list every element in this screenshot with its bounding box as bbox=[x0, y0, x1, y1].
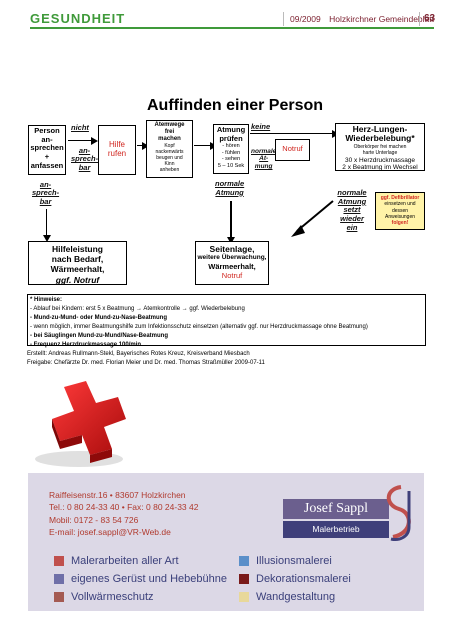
arrow-to-hilfeleistung bbox=[42, 209, 53, 242]
hlw-box: Herz-Lungen-Wiederbelebung* Oberkörper f… bbox=[335, 123, 425, 171]
bullet-square-icon bbox=[54, 556, 64, 566]
keine-label: keine bbox=[251, 122, 271, 131]
advertisement: Raiffeisenstr.16 • 83607 Holzkirchen Tel… bbox=[28, 473, 424, 611]
section-title: GESUNDHEIT bbox=[30, 11, 126, 26]
arrow-to-hilfe bbox=[68, 136, 98, 147]
service-item: Dekorationsmalerei bbox=[239, 573, 351, 585]
ad-phone: Tel.: 0 80 24-33 40 • Fax: 0 80 24-33 42 bbox=[49, 502, 199, 513]
arrow-to-hlw bbox=[250, 129, 339, 140]
header-divider bbox=[283, 12, 284, 26]
logo-swoosh-icon bbox=[386, 485, 411, 541]
arrow-back-to-seitenlage bbox=[291, 200, 334, 237]
bullet-square-icon bbox=[239, 556, 249, 566]
ad-email[interactable]: E-mail: josef.sappl@VR-Web.de bbox=[49, 526, 171, 537]
hints-box: * Hinweise: - Ablauf bei Kindern: erst 5… bbox=[27, 294, 426, 348]
ad-contact: Raiffeisenstr.16 • 83607 Holzkirchen Tel… bbox=[49, 489, 198, 538]
ad-address: Raiffeisenstr.16 • 83607 Holzkirchen bbox=[49, 490, 186, 500]
bullet-square-icon bbox=[54, 574, 64, 584]
flowchart-title: Auffinden einer Person bbox=[147, 97, 324, 114]
bullet-square-icon bbox=[239, 574, 249, 584]
ad-mobile: Mobil: 0172 - 83 54 726 bbox=[49, 514, 139, 525]
company-logo: Josef Sappl Malerbetrieb bbox=[255, 479, 419, 545]
header-meta: 09/2009 Holzkirchner Gemeindeblatt bbox=[290, 14, 434, 24]
arrow-to-seitenlage bbox=[227, 201, 235, 244]
issue-date: 09/2009 bbox=[290, 14, 321, 24]
logo-name: Josef Sappl bbox=[283, 499, 389, 519]
ansprechbar-left: an-sprech-bar bbox=[32, 180, 60, 206]
page-number: 63 bbox=[424, 13, 436, 24]
credits: Erstellt: Andreas Rullmann-Stekl, Bayeri… bbox=[27, 351, 265, 366]
service-item: Malerarbeiten aller Art bbox=[54, 555, 179, 567]
logo-subtitle: Malerbetrieb bbox=[283, 521, 389, 538]
header-divider-2 bbox=[419, 12, 420, 26]
bullet-square-icon bbox=[239, 592, 249, 602]
red-cross-icon bbox=[35, 381, 126, 467]
service-item: Illusionsmalerei bbox=[239, 555, 332, 567]
ansprechbar-mid: an-sprech-bar bbox=[71, 146, 99, 172]
header-rule bbox=[30, 27, 434, 29]
nicht-label: nicht bbox=[71, 123, 89, 132]
arrow-to-atemwege bbox=[137, 141, 149, 152]
service-item: eigenes Gerüst und Hebebühne bbox=[54, 573, 227, 585]
publication-name: Holzkirchner Gemeindeblatt bbox=[329, 14, 434, 24]
notruf-box: Notruf bbox=[275, 139, 310, 161]
bullet-square-icon bbox=[54, 592, 64, 602]
seitenlage-box: Seitenlage, weitere Überwachung, Wärmeer… bbox=[195, 241, 269, 285]
arrow-to-atmung bbox=[194, 141, 217, 152]
service-item: Wandgestaltung bbox=[239, 591, 335, 603]
service-item: Vollwärmeschutz bbox=[54, 591, 154, 603]
